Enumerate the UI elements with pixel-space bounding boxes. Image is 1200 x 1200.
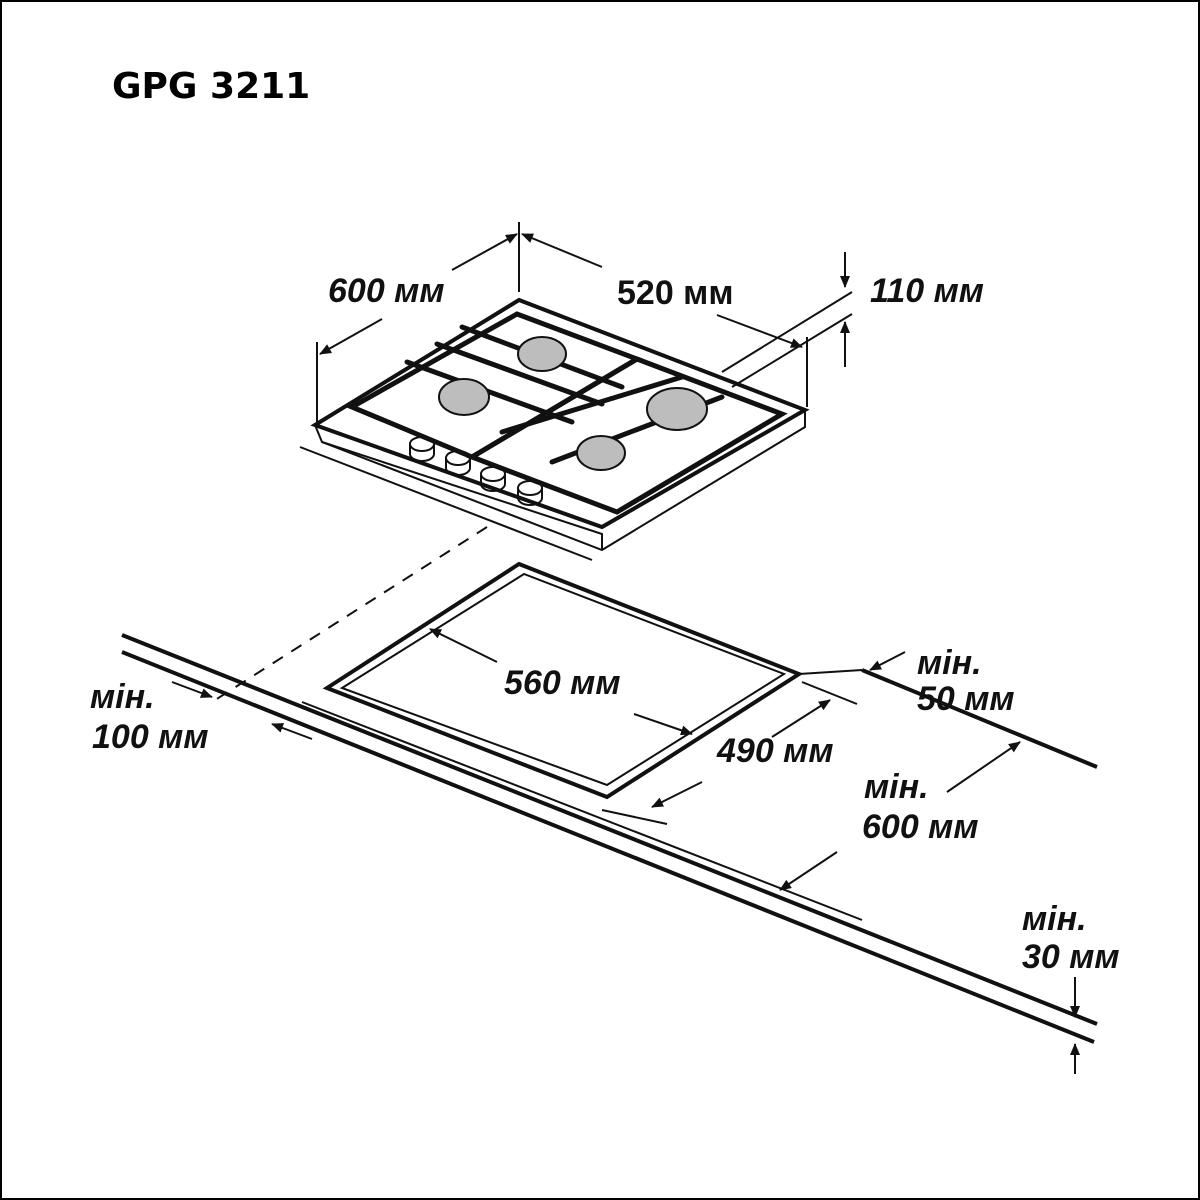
front-clearance-min: мін.	[864, 768, 929, 806]
side-clearance-min: мін.	[90, 678, 155, 716]
cutout	[322, 561, 863, 800]
control-knobs	[409, 436, 543, 506]
burner-back-right-large	[646, 387, 708, 431]
burner-front-left	[438, 378, 490, 416]
burner-back-left	[517, 336, 567, 372]
cutout-width-label: 490 мм	[716, 732, 833, 770]
hob-dimension-lines	[316, 222, 853, 422]
clearance-dimension-lines	[171, 628, 1080, 1074]
thickness-value: 30 мм	[1022, 938, 1120, 976]
burner-front-right	[576, 435, 626, 471]
front-clearance-value: 600 мм	[862, 808, 978, 846]
hob-height-label: 110 мм	[870, 272, 984, 310]
hob-depth-label: 600 мм	[328, 272, 444, 310]
countertop	[121, 526, 1098, 1044]
model-title: GPG 3211	[112, 66, 311, 107]
thickness-min: мін.	[1022, 900, 1087, 938]
hob-width-label: 520 мм	[617, 274, 733, 312]
back-clearance-value: 50 мм	[917, 680, 1015, 718]
back-clearance-min: мін.	[917, 644, 982, 682]
cutout-length-label: 560 мм	[504, 664, 620, 702]
side-clearance-value: 100 мм	[92, 718, 208, 756]
gas-hob	[299, 297, 810, 561]
